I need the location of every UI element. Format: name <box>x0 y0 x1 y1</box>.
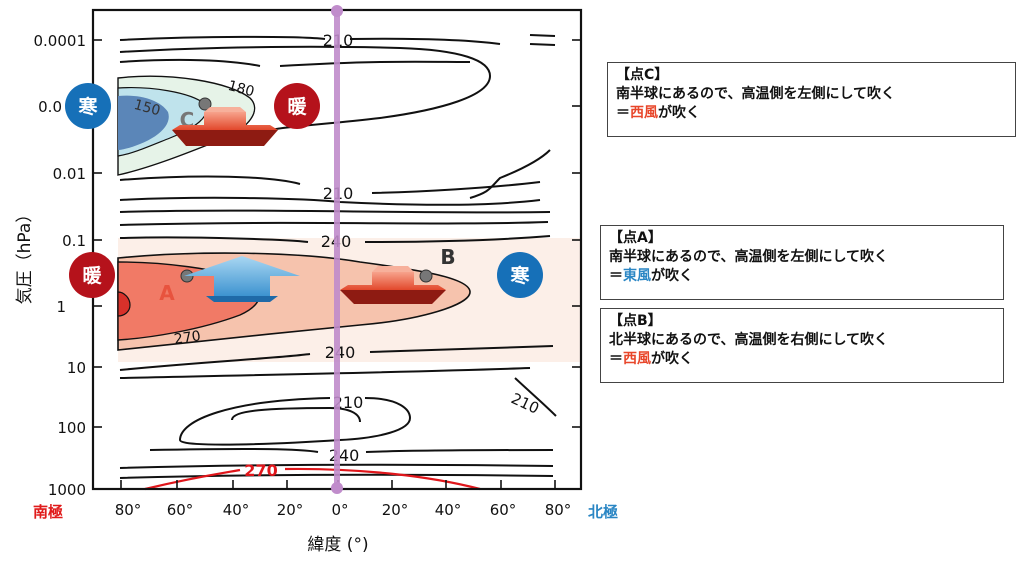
box-a-result: ＝東風が吹く <box>609 268 693 284</box>
x-tick-label: 40° <box>435 501 462 519</box>
explanation-box-c: 【点C】 南半球にあるので、高温側を左側にして吹く ＝西風が吹く <box>607 62 1016 137</box>
westerly-arrow-b <box>340 266 446 304</box>
contour-270-red <box>144 467 481 491</box>
point-b-label: B <box>440 245 455 269</box>
explanation-box-a: 【点A】 南半球にあるので、高温側を左側にして吹く ＝東風が吹く <box>600 225 1004 300</box>
box-a-title: 【点A】 <box>609 230 662 246</box>
warm-core <box>117 291 131 317</box>
equator-top-marker <box>331 5 343 17</box>
box-b-result: ＝西風が吹く <box>609 351 693 367</box>
svg-text:暖: 暖 <box>287 95 307 118</box>
cold-badge-top-left: 寒 <box>65 83 111 129</box>
box-a-text: 南半球にあるので、高温側を左側にして吹く <box>609 249 889 265</box>
y-tick-label: 100 <box>57 419 86 437</box>
point-a-label: A <box>159 281 175 305</box>
point-c-marker <box>198 97 212 111</box>
box-c-result: ＝西風が吹く <box>616 105 700 121</box>
contour-label: 210 <box>333 393 364 412</box>
cold-core <box>118 95 169 150</box>
contour-label: 150 <box>132 97 162 119</box>
x-axis-title: 緯度 (°) <box>307 535 368 555</box>
y-tick-label: 0.0001 <box>34 32 87 50</box>
x-tick-label: 20° <box>277 501 304 519</box>
svg-text:暖: 暖 <box>82 264 102 287</box>
north-pole-label: 北極 <box>588 503 618 521</box>
y-tick-label: 0.01 <box>53 165 86 183</box>
y-axis-title: 気圧（hPa） <box>15 206 35 305</box>
westerly-arrow-c <box>172 107 278 146</box>
y-tick-label: 1 <box>56 298 66 316</box>
warm-badge-mid-left: 暖 <box>69 252 115 298</box>
box-c-title: 【点C】 <box>616 67 669 83</box>
y-tick-label: 0.0 <box>38 98 62 116</box>
south-pole-label: 南極 <box>33 503 63 521</box>
y-tick-label: 0.1 <box>62 232 86 250</box>
contour-label: 270 <box>244 461 277 480</box>
equator-bottom-marker <box>331 482 343 494</box>
easterly-arrow-a <box>184 256 300 302</box>
y-tick-label: 1000 <box>48 481 86 499</box>
x-tick-marks <box>120 480 556 489</box>
box-b-text: 北半球にあるので、高温側を右側にして吹く <box>609 332 889 348</box>
cold-badge-mid-right: 寒 <box>497 252 543 298</box>
svg-text:寒: 寒 <box>78 95 97 118</box>
x-tick-label: 80° <box>115 501 142 519</box>
contour-lines <box>119 34 557 479</box>
contour-label: 180 <box>226 78 256 100</box>
x-tick-label: 80° <box>545 501 572 519</box>
x-tick-label: 20° <box>382 501 409 519</box>
explanation-box-b: 【点B】 北半球にあるので、高温側を右側にして吹く ＝西風が吹く <box>600 308 1004 383</box>
x-tick-label: 60° <box>490 501 517 519</box>
svg-text:寒: 寒 <box>510 264 529 287</box>
contour-label: 240 <box>329 446 360 465</box>
warm-badge-top-mid: 暖 <box>274 83 320 129</box>
box-b-title: 【点B】 <box>609 313 662 329</box>
contour-label: 270 <box>173 328 202 348</box>
point-b-marker <box>419 269 433 283</box>
x-tick-label: 60° <box>167 501 194 519</box>
x-tick-label: 0° <box>331 501 348 519</box>
box-c-text: 南半球にあるので、高温側を左側にして吹く <box>616 86 896 102</box>
y-tick-label: 10 <box>67 359 86 377</box>
x-tick-label: 40° <box>223 501 250 519</box>
